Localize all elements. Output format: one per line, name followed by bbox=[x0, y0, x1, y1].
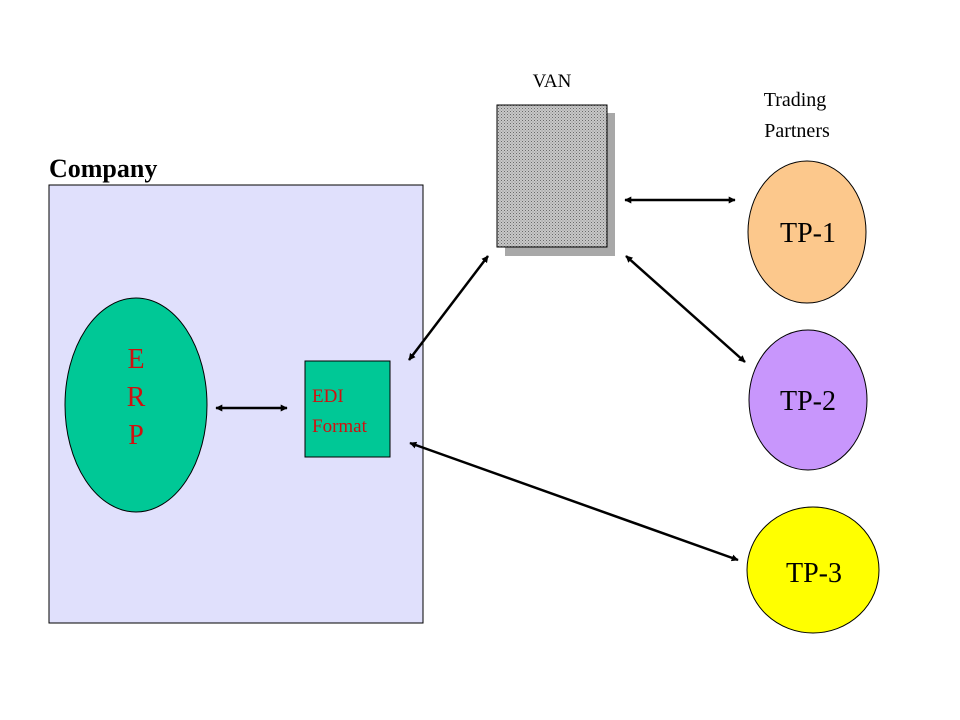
edi-format-box bbox=[304, 360, 391, 458]
trading-partners-line2: Partners bbox=[764, 120, 830, 142]
arrow-van-tp2 bbox=[625, 255, 746, 363]
edi-format-line1: EDI bbox=[312, 386, 344, 407]
erp-letter-p: P bbox=[128, 420, 144, 451]
tp3-circle bbox=[746, 506, 880, 634]
van-label: VAN bbox=[533, 71, 572, 92]
company-label: Company bbox=[49, 154, 157, 183]
arrow-edi-tp3 bbox=[409, 441, 739, 562]
erp-ellipse bbox=[64, 297, 208, 513]
arrow-edi-van bbox=[408, 255, 489, 361]
edi-format-line2: Format bbox=[312, 416, 368, 437]
trading-partners-line1: Trading bbox=[764, 89, 827, 111]
tp1-label: TP-1 bbox=[780, 218, 836, 249]
van-box bbox=[496, 104, 608, 248]
erp-letter-e: E bbox=[127, 344, 144, 375]
tp1-circle bbox=[747, 160, 867, 304]
erp-letter-r: R bbox=[127, 382, 146, 413]
tp2-circle bbox=[748, 329, 868, 471]
tp3-label: TP-3 bbox=[786, 558, 842, 589]
tp2-label: TP-2 bbox=[780, 386, 836, 417]
